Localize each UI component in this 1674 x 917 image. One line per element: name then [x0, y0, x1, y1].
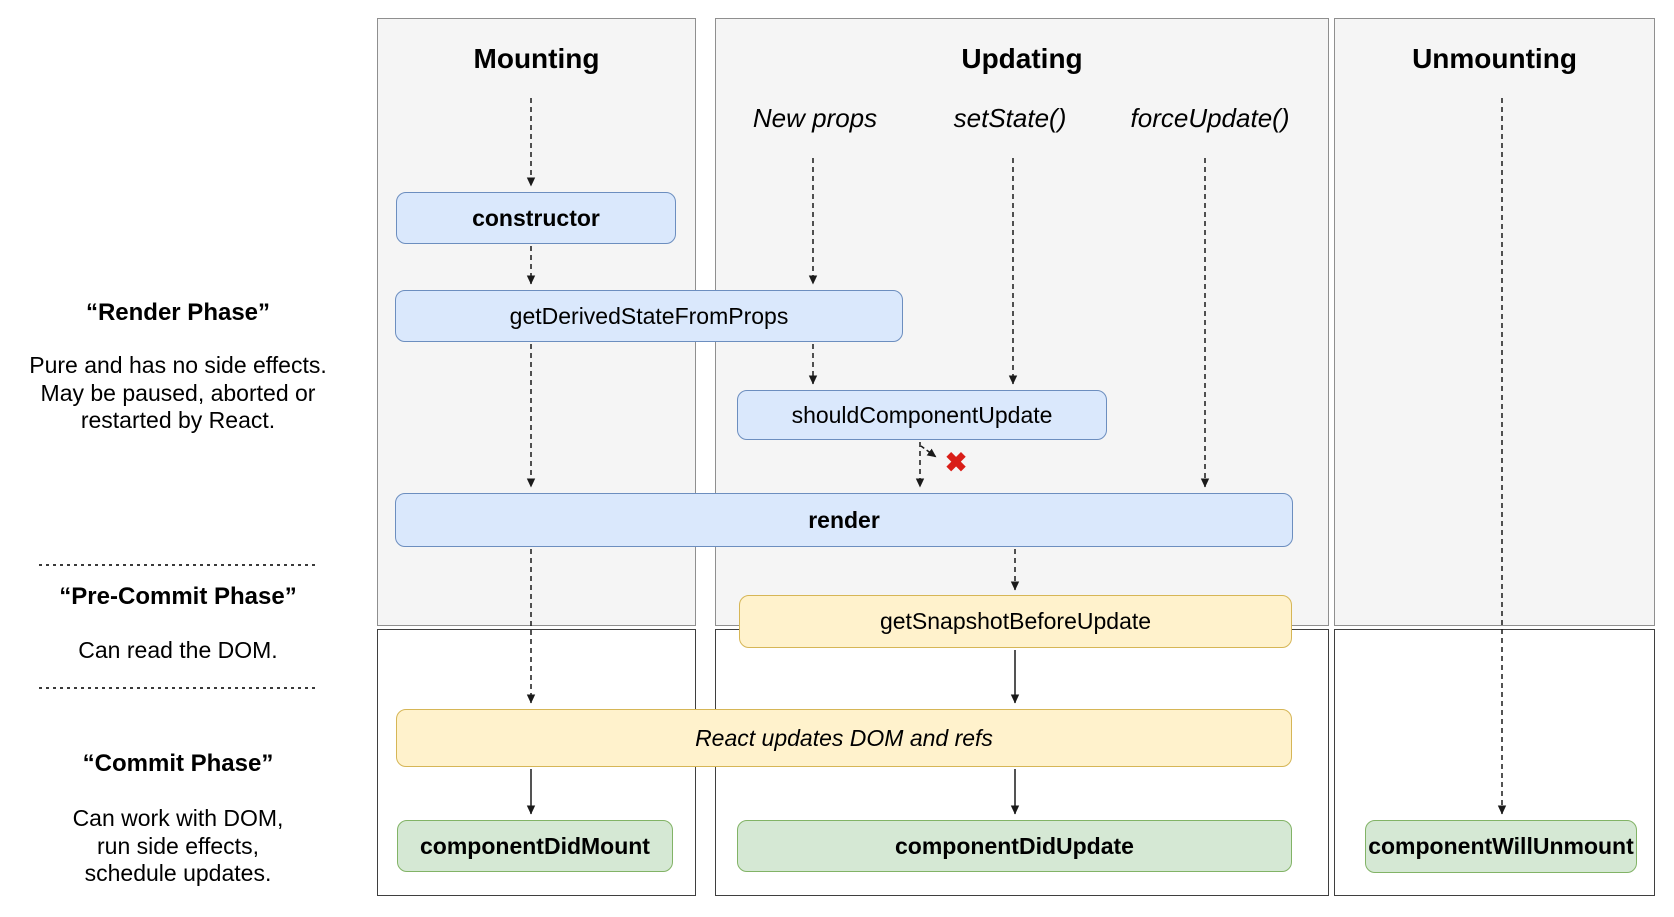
node-get-derived-state-from-props: getDerivedStateFromProps: [395, 290, 903, 342]
phase-divider-bottom: [39, 687, 317, 689]
node-react-updates-dom-and-refs: React updates DOM and refs: [396, 709, 1292, 767]
render-phase-description: Pure and has no side effects. May be pau…: [29, 352, 327, 433]
node-should-component-update: shouldComponentUpdate: [737, 390, 1107, 440]
pre-commit-phase-description: Can read the DOM.: [78, 637, 278, 663]
render-phase-title: “Render Phase”: [85, 299, 271, 326]
arrow-shouldupdate-to-xmark: [920, 445, 937, 458]
trigger-new-props: New props: [752, 103, 878, 133]
trigger-force-update: forceUpdate(): [1130, 103, 1290, 133]
node-get-snapshot-before-update: getSnapshotBeforeUpdate: [739, 595, 1292, 648]
no-rerender-x-icon: ✖: [944, 447, 968, 478]
node-component-did-update: componentDidUpdate: [737, 820, 1292, 872]
phase-divider-top: [39, 564, 317, 566]
node-constructor: constructor: [396, 192, 676, 244]
mounting-column-title: Mounting: [473, 43, 600, 74]
panel-unmounting-render-region: Unmounting: [1334, 18, 1655, 626]
trigger-set-state: setState(): [953, 103, 1067, 133]
unmounting-column-title: Unmounting: [1412, 43, 1577, 74]
updating-column-title: Updating: [961, 43, 1083, 74]
commit-phase-title: “Commit Phase”: [82, 750, 274, 777]
node-component-did-mount: componentDidMount: [397, 820, 673, 872]
pre-commit-phase-title: “Pre-Commit Phase”: [59, 583, 297, 610]
node-component-will-unmount: componentWillUnmount: [1365, 820, 1637, 873]
commit-phase-description: Can work with DOM, run side effects, sch…: [72, 805, 284, 886]
node-render: render: [395, 493, 1293, 547]
